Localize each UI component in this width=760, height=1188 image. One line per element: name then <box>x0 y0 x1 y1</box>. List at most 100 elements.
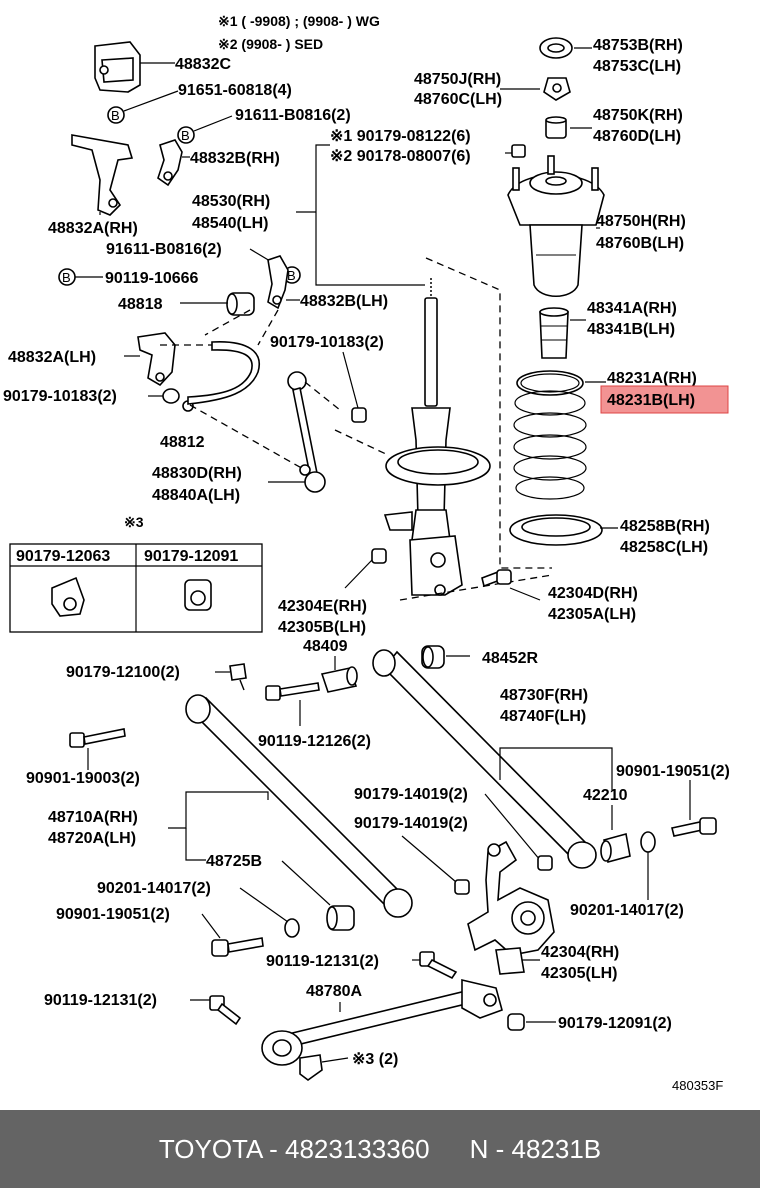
label-90901-19003: 90901-19003(2) <box>26 770 140 787</box>
label-91611-b0816-b: 91611-B0816(2) <box>106 241 222 258</box>
highlight-box <box>600 385 729 414</box>
label-90201-14017-a: 90201-14017(2) <box>97 880 211 897</box>
label-48753b: 48753B(RH) <box>593 37 683 54</box>
label-48760b: 48760B(LH) <box>596 235 684 252</box>
label-48720a: 48720A(LH) <box>48 830 136 847</box>
collar-48750k <box>545 116 567 139</box>
bushing-48409 <box>320 666 358 693</box>
label-48832a-lh: 48832A(LH) <box>8 349 96 366</box>
label-42305a: 42305A(LH) <box>548 606 636 623</box>
nut-42304e <box>371 548 387 564</box>
label-90178-08007: ※2 90178-08007(6) <box>330 148 471 165</box>
footer-catalog-number: N - 48231B <box>469 1133 602 1164</box>
label-48258b: 48258B(RH) <box>620 518 710 535</box>
bump-stop-48341a <box>539 307 569 359</box>
strut-48530 <box>383 278 491 596</box>
bolt-90901-19003 <box>69 728 126 748</box>
bushing-48818 <box>226 292 255 316</box>
note-3-table: 90179-12063 90179-12091 <box>9 543 263 633</box>
label-42304d: 42304D(RH) <box>548 585 638 602</box>
carrier-42304 <box>467 840 555 975</box>
label-48832c: 48832C <box>175 56 231 73</box>
svg-text:B: B <box>181 128 190 143</box>
label-48832b-rh: 48832B(RH) <box>190 150 280 167</box>
bushing-48725b <box>326 905 355 931</box>
label-48750j: 48750J(RH) <box>414 71 501 88</box>
nut-90179-14019-b <box>454 879 470 895</box>
label-90179-14019-a: 90179-14019(2) <box>354 786 468 803</box>
label-48231a: 48231A(RH) <box>607 370 697 387</box>
bolt-90901-19051-a <box>671 817 717 837</box>
label-48710a: 48710A(RH) <box>48 809 138 826</box>
bracket-48832a-lh <box>137 332 176 387</box>
label-48341a: 48341A(RH) <box>587 300 677 317</box>
svg-text:B: B <box>111 108 120 123</box>
arm-48710a <box>185 694 413 918</box>
label-48750k: 48750K(RH) <box>593 107 683 124</box>
label-42304e: 42304E(RH) <box>278 598 367 615</box>
note-3-marker: ※3 <box>124 514 144 530</box>
label-90119-10666: 90119-10666 <box>105 270 199 287</box>
nut-90179-12100 <box>229 663 247 691</box>
figure-number: 480353F <box>672 1078 723 1093</box>
label-48530: 48530(RH) <box>192 193 270 210</box>
bushing-42210 <box>600 832 631 864</box>
bolt-90119-12126 <box>265 682 320 701</box>
label-42305b: 42305B(LH) <box>278 619 366 636</box>
label-48540: 48540(LH) <box>192 215 268 232</box>
stabilizer-link-48830d <box>287 371 326 493</box>
bushing-48452r <box>421 645 445 669</box>
label-90119-12131-b: 90119-12131(2) <box>44 992 157 1009</box>
label-91611-b0816-a: 91611-B0816(2) <box>235 107 351 124</box>
label-42210: 42210 <box>583 787 628 804</box>
bracket-48832b-lh <box>267 255 289 310</box>
label-90179-10183-a: 90179-10183(2) <box>270 334 384 351</box>
bolt-b-icon <box>107 106 125 124</box>
bolt-42304d <box>481 569 512 588</box>
label-90119-12126: 90119-12126(2) <box>258 733 371 750</box>
mount-48750h <box>507 155 605 297</box>
footer-brand-part-number: TOYOTA - 4823133360 <box>158 1133 430 1164</box>
label-90179-12091: 90179-12091(2) <box>558 1015 672 1032</box>
label-90179-10183-b: 90179-10183(2) <box>3 388 117 405</box>
table-col-2: 90179-12091 <box>144 548 238 565</box>
label-90179-12100: 90179-12100(2) <box>66 664 180 681</box>
stabilizer-bar-48812 <box>187 341 260 405</box>
label-42304: 42304(RH) <box>541 944 619 961</box>
label-48740f: 48740F(LH) <box>500 708 586 725</box>
table-col-1: 90179-12063 <box>16 548 110 565</box>
label-90179-08122: ※1 90179-08122(6) <box>330 128 471 145</box>
label-48258c: 48258C(LH) <box>620 539 708 556</box>
label-48231b-highlighted[interactable]: 48231B(LH) <box>607 392 695 409</box>
nut-48750j <box>543 77 571 101</box>
label-48409: 48409 <box>303 638 348 655</box>
label-48750h: 48750H(RH) <box>596 213 686 230</box>
bolt-b-icon <box>177 126 195 144</box>
label-90179-14019-b: 90179-14019(2) <box>354 815 468 832</box>
bracket-48832c <box>94 41 141 93</box>
label-48730f: 48730F(RH) <box>500 687 588 704</box>
label-48830d: 48830D(RH) <box>152 465 242 482</box>
label-48452r: 48452R <box>482 650 538 667</box>
label-note-3-qty: ※3 (2) <box>352 1051 398 1068</box>
footer-bar: TOYOTA - 4823133360 N - 48231B <box>0 1110 760 1188</box>
svg-text:B: B <box>287 268 296 283</box>
label-91651-60818: 91651-60818(4) <box>178 82 292 99</box>
bolt-90119-12131-b <box>209 995 242 1026</box>
label-48760c: 48760C(LH) <box>414 91 502 108</box>
washer-90201-14017-b <box>640 831 656 853</box>
label-48832a-rh: 48832A(RH) <box>48 220 138 237</box>
label-48780a: 48780A <box>306 983 362 1000</box>
label-48760d: 48760D(LH) <box>593 128 681 145</box>
label-90901-19051-a: 90901-19051(2) <box>616 763 730 780</box>
label-48812: 48812 <box>160 434 205 451</box>
label-48725b: 48725B <box>206 853 262 870</box>
arm-48730f <box>372 649 597 869</box>
svg-text:B: B <box>62 270 71 285</box>
label-48840a: 48840A(LH) <box>152 487 240 504</box>
label-42305: 42305(LH) <box>541 965 617 982</box>
nut-strut-top <box>511 144 526 158</box>
washer-90201-14017-a <box>284 918 300 938</box>
nut-90179-10183-right <box>351 407 367 423</box>
bolt-90119-12131-a <box>419 951 458 980</box>
